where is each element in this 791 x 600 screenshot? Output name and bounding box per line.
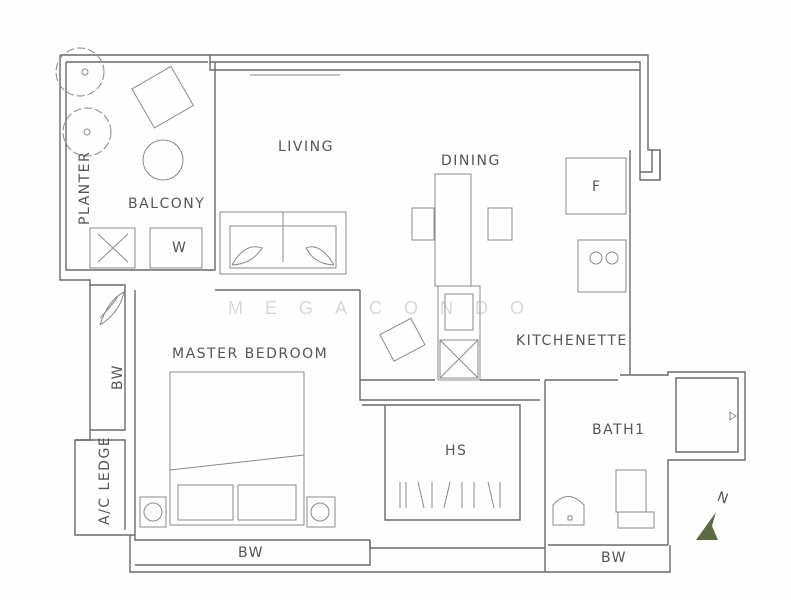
label-hs: HS — [445, 443, 467, 459]
planter-trees — [55, 47, 112, 157]
compass-label: N — [715, 489, 732, 508]
watermark: MEGACONDO — [228, 298, 546, 318]
north-arrow-icon: N — [696, 489, 732, 540]
label-balcony: BALCONY — [128, 196, 205, 212]
label-washer: W — [172, 240, 187, 256]
label-kitchenette: KITCHENETTE — [516, 333, 628, 349]
label-planter: PLANTER — [77, 151, 93, 225]
kitchen-fixtures — [250, 74, 627, 381]
label-living: LIVING — [278, 139, 334, 155]
hs-shelves — [399, 481, 501, 509]
label-ac-ledge: A/C LEDGE — [97, 436, 113, 525]
bath-fixtures — [552, 411, 737, 529]
walls — [59, 54, 746, 573]
label-bw-left: BW — [110, 364, 126, 390]
label-master-bedroom: MASTER BEDROOM — [172, 346, 328, 362]
label-bath1: BATH1 — [592, 422, 646, 438]
bedroom-furniture — [99, 291, 336, 528]
dining-set — [411, 173, 513, 287]
label-bw-bottom: BW — [238, 545, 264, 561]
label-bw-bath: BW — [601, 550, 627, 566]
balcony-furniture — [89, 65, 203, 269]
label-dining: DINING — [441, 153, 501, 169]
sofa — [219, 211, 347, 275]
label-fridge: F — [592, 179, 602, 195]
